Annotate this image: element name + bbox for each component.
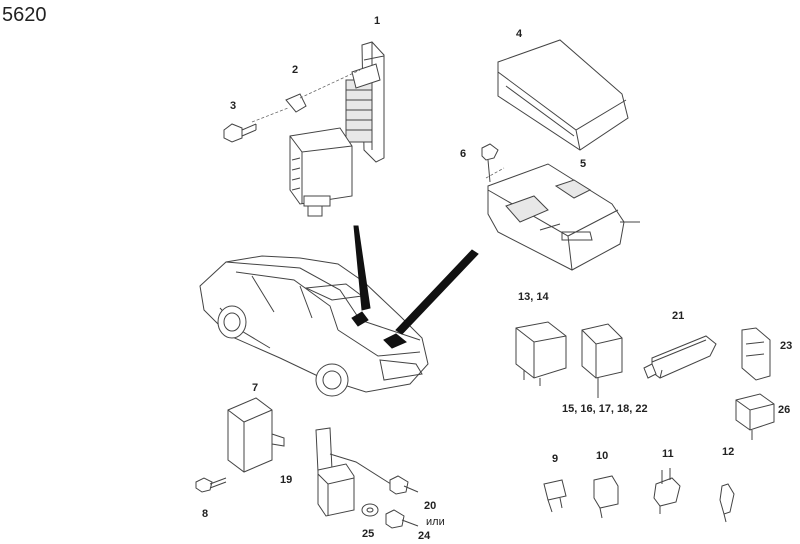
callout-7: 7 [252, 382, 259, 394]
part-2-control-unit [251, 69, 361, 217]
car-illustration [199, 255, 429, 397]
callout-19: 19 [280, 474, 293, 486]
callout-13-14: 13, 14 [518, 291, 549, 303]
part-24-bolt [385, 509, 419, 529]
callout-8: 8 [202, 508, 209, 520]
part-4-fusebox-cover [497, 39, 629, 151]
part-7-module [227, 397, 285, 473]
part-3-bolt [223, 123, 257, 143]
part-26-relay [735, 393, 775, 440]
callout-2: 2 [292, 64, 299, 76]
callout-23: 23 [780, 340, 793, 352]
callout-1: 1 [374, 15, 381, 27]
leader-arrows [353, 225, 479, 335]
part-11-fuse [653, 468, 681, 514]
alternative-note: или [426, 516, 445, 528]
callout-26: 26 [778, 404, 791, 416]
callout-9: 9 [552, 453, 559, 465]
callout-10: 10 [596, 450, 609, 462]
part-19-relay-bracket [315, 427, 395, 517]
part-8-bolt [195, 477, 227, 493]
page-number: 5620 [2, 4, 47, 26]
callout-25: 25 [362, 528, 375, 540]
callout-11: 11 [662, 448, 674, 460]
part-25-washer [361, 503, 379, 517]
part-1-bracket [345, 41, 385, 163]
callout-20: 20 [424, 500, 437, 512]
part-13-14-relay [515, 321, 567, 386]
part-15-22-relay [581, 323, 623, 398]
part-20-bolt [389, 475, 419, 495]
callout-24: 24 [418, 530, 431, 542]
part-9-fuse [543, 479, 567, 513]
callout-4: 4 [516, 28, 523, 40]
part-21-fuse-holder [643, 335, 717, 379]
part-6-screw [481, 143, 499, 183]
part-10-fuse [593, 475, 619, 519]
part-5-fusebox-base [485, 163, 640, 271]
callout-6: 6 [460, 148, 467, 160]
callout-12: 12 [722, 446, 735, 458]
part-12-clip [719, 483, 735, 523]
callout-21: 21 [672, 310, 685, 322]
callout-15-22: 15, 16, 17, 18, 22 [562, 403, 648, 415]
part-23-clip [741, 327, 771, 381]
callout-5: 5 [580, 158, 587, 170]
callout-3: 3 [230, 100, 237, 112]
